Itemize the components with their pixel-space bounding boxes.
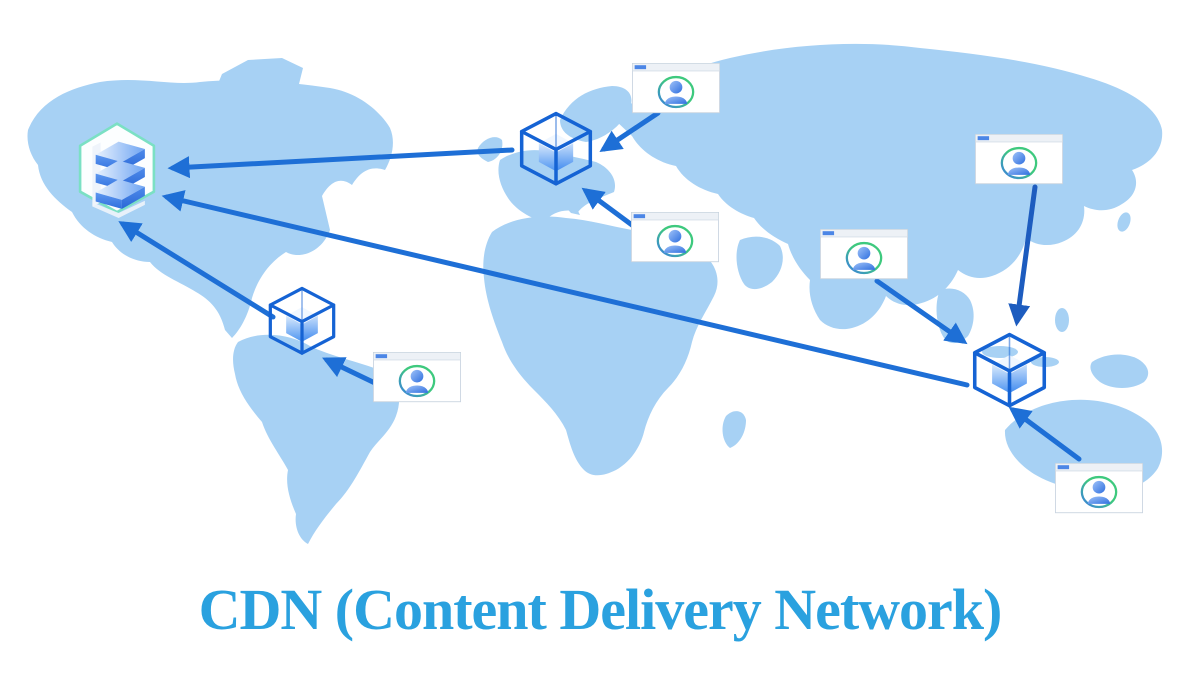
edge-server-asia-icon	[972, 332, 1047, 408]
user-australia-browser-icon	[1054, 462, 1144, 514]
user-south-america-browser-icon	[372, 351, 462, 403]
arrow-user-india-to-asia	[874, 278, 968, 345]
arrow-user-north-to-europe	[599, 110, 661, 153]
island-philippines	[1055, 308, 1069, 332]
arrow-asia-to-origin	[161, 190, 970, 388]
island-madagascar	[722, 411, 746, 448]
island-japan-2	[1117, 212, 1131, 232]
region-scandinavia	[560, 86, 632, 142]
world-map	[27, 43, 1163, 544]
region-arabia	[736, 236, 783, 290]
user-middle-east-browser-icon	[630, 211, 720, 263]
arrow-south-america-to-origin	[118, 221, 276, 320]
connections	[118, 110, 1082, 462]
region-italy	[560, 196, 580, 215]
user-india-browser-icon	[819, 228, 909, 280]
arrow-user-south-america-to-edge	[322, 357, 380, 387]
diagram-title: CDN (Content Delivery Network)	[198, 577, 1003, 642]
arrow-europe-to-origin	[167, 147, 515, 179]
island-japan-1	[1098, 175, 1118, 201]
arrow-user-middle-east-to-europe	[581, 187, 639, 231]
continent-asia	[615, 43, 1163, 330]
island-new-guinea	[1090, 354, 1149, 388]
continent-south-america	[233, 334, 400, 544]
arrow-user-australia-to-asia	[1008, 406, 1082, 462]
continent-africa	[483, 216, 718, 476]
user-northeast-asia-browser-icon	[974, 133, 1064, 185]
user-north-browser-icon	[631, 62, 721, 114]
arrow-user-northeast-to-asia	[1008, 184, 1038, 327]
